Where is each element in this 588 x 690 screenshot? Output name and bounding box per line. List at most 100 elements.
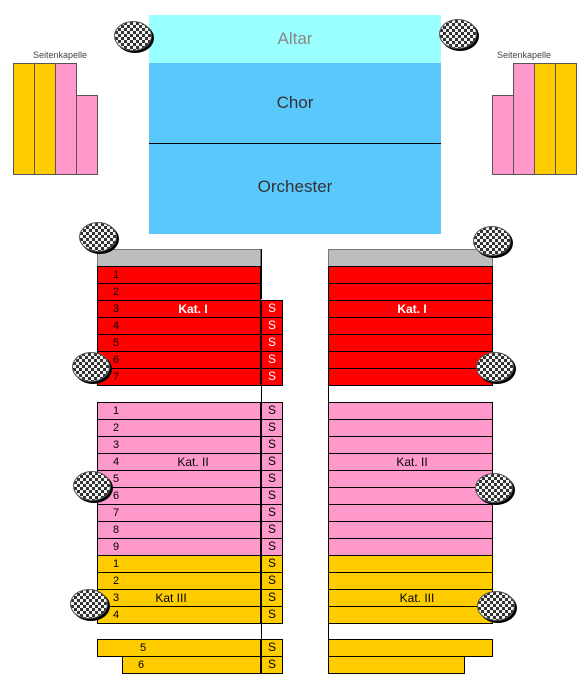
seat-row[interactable]: 7 [97,504,261,522]
side-seat[interactable]: S [261,504,283,522]
seat-row[interactable] [328,639,493,657]
seat-row[interactable]: 4 [97,606,261,624]
side-seat[interactable]: S [261,538,283,556]
seat-row[interactable]: 1 [97,266,261,284]
category-label: Kat III [155,591,187,605]
pillar-icon [114,21,152,51]
seat-row[interactable] [328,606,493,624]
row-number: 1 [113,269,120,281]
seat-row[interactable] [328,538,493,556]
seat-row[interactable] [328,656,465,674]
row-number: 6 [138,659,145,671]
category-label: Kat. I [397,302,427,316]
seat-row[interactable]: 1 [97,555,261,573]
side-seat[interactable]: S [261,555,283,573]
seat-row[interactable]: 9 [97,538,261,556]
chapel-bar [534,63,556,175]
seat-row[interactable] [328,317,493,335]
seat-row[interactable] [328,283,493,301]
seat-row[interactable]: Kat. II [328,453,493,471]
side-seat[interactable]: S [261,402,283,420]
orchester-area: Orchester [149,144,441,234]
seat-row[interactable] [328,266,493,284]
seat-row[interactable] [328,555,493,573]
seat-row[interactable]: 4 [97,317,261,335]
seat-row[interactable]: 6 [97,351,261,369]
side-seat[interactable]: S [261,572,283,590]
seat-row[interactable]: 3 [97,436,261,454]
seat-row[interactable] [328,470,493,488]
seat-row[interactable] [328,572,493,590]
seat-row[interactable] [328,402,493,420]
aisle-divider [261,623,262,639]
seat-row[interactable]: 8 [97,521,261,539]
row-number: 4 [113,320,120,332]
row-number: 5 [113,337,120,349]
seat-row[interactable]: 2 [97,572,261,590]
seat-row[interactable]: Kat. I [328,300,493,318]
chapel-bar [34,63,56,175]
side-seat[interactable]: S [261,470,283,488]
side-seat[interactable]: S [261,351,283,369]
side-seat[interactable]: S [261,521,283,539]
seat-row[interactable]: 7 [97,368,261,386]
pillar-icon [79,222,117,252]
seat-row[interactable]: 5 [97,639,261,657]
chapel-bar [555,63,577,175]
row-number: 3 [113,439,120,451]
chapel-bar [513,63,535,175]
seat-row[interactable] [328,487,493,505]
chapel-bar [55,63,77,175]
seat-row[interactable] [328,504,493,522]
row-number: 8 [113,524,120,536]
seat-row[interactable]: 2 [97,419,261,437]
gray-header-row [97,249,261,267]
seat-row[interactable] [328,419,493,437]
seat-row[interactable] [328,436,493,454]
seat-row[interactable] [328,368,493,386]
side-seat[interactable]: S [261,453,283,471]
side-seat[interactable]: S [261,639,283,657]
seat-row[interactable]: 3 Kat III [97,589,261,607]
seat-row[interactable]: Kat. III [328,589,493,607]
chapel-bar [13,63,35,175]
pillar-icon [73,471,111,501]
side-seat[interactable]: S [261,436,283,454]
side-seat[interactable]: S [261,589,283,607]
row-number: 2 [113,422,120,434]
seat-row[interactable] [328,334,493,352]
pillar-icon [475,473,513,503]
orchester-label: Orchester [257,177,333,196]
seat-row[interactable]: 6 [97,487,261,505]
side-seat[interactable]: S [261,656,283,674]
side-seat[interactable]: S [261,606,283,624]
altar-area: Altar [149,15,441,63]
seat-row[interactable]: 5 [97,470,261,488]
seat-row[interactable]: 5 [97,334,261,352]
seat-row[interactable]: 2 [97,283,261,301]
pillar-icon [439,19,477,49]
side-seat[interactable]: S [261,317,283,335]
pillar-icon [473,226,511,256]
side-seat[interactable]: S [261,419,283,437]
row-number: 3 [113,303,120,315]
side-seat[interactable]: S [261,368,283,386]
row-number: 2 [113,286,120,298]
altar-label: Altar [277,29,313,48]
stage: Altar Chor Orchester [149,15,441,234]
pillar-icon [477,591,515,621]
row-number: 1 [113,558,120,570]
chapel-label-right: Seitenkapelle [497,50,552,60]
side-seat[interactable]: S [261,334,283,352]
seat-row[interactable]: 1 [97,402,261,420]
side-seat[interactable]: S [261,487,283,505]
side-seat[interactable]: S [261,300,283,318]
seat-row[interactable] [328,351,493,369]
row-number: 3 [113,592,120,604]
seat-row[interactable]: 6 [122,656,261,674]
seat-row[interactable] [328,521,493,539]
category-label: Kat. II [396,455,428,469]
pillar-icon [70,589,108,619]
